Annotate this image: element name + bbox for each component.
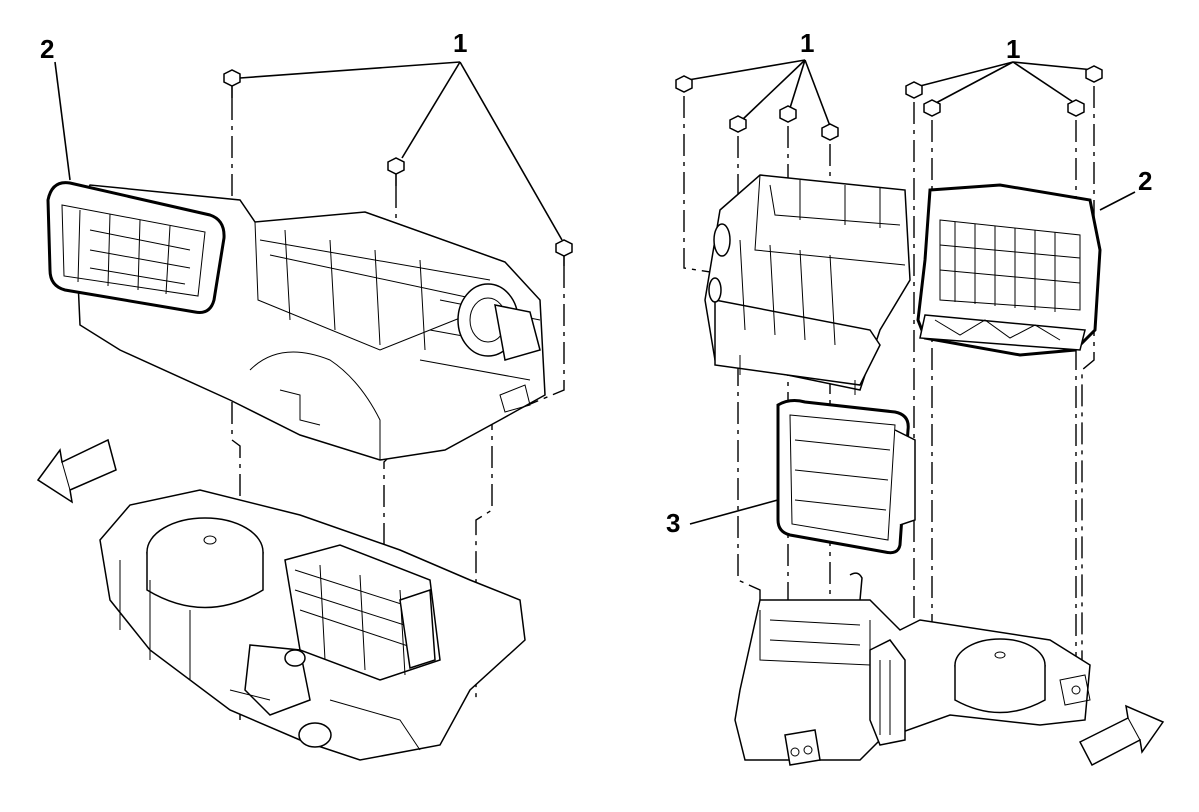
leader-line (401, 61, 461, 159)
screw (905, 81, 923, 99)
leader-line (1012, 61, 1095, 71)
leader-line (919, 61, 1014, 87)
right-exploded-view: 1 1 2 3 (666, 28, 1165, 767)
leader-line (459, 61, 563, 241)
alignment-line (475, 266, 565, 700)
callout-2-right: 2 (1138, 166, 1152, 196)
leader-line (741, 59, 806, 121)
lower-hvac-case (99, 489, 526, 761)
alignment-line (1081, 86, 1095, 680)
lower-hvac-case-right (734, 572, 1091, 766)
callout-1-right-a: 1 (800, 28, 814, 58)
callout-1-left: 1 (453, 28, 467, 58)
screw (821, 123, 839, 141)
screw (1067, 99, 1085, 117)
leader-line (933, 61, 1014, 105)
callout-2-left: 2 (40, 34, 54, 64)
leader-line (239, 61, 461, 79)
leader-line (804, 59, 831, 127)
front-direction-arrow (36, 438, 117, 504)
leader-line (789, 59, 806, 109)
leader-line (1012, 61, 1077, 105)
leader-line (689, 497, 786, 525)
screw (675, 75, 693, 93)
front-direction-arrow-right (1078, 704, 1165, 767)
leader-line (1099, 191, 1136, 211)
heater-core (776, 399, 916, 555)
air-inlet-cover-right (916, 183, 1102, 357)
screw (555, 239, 573, 266)
screw (779, 105, 797, 123)
leader-line (687, 59, 806, 81)
screw (387, 157, 405, 186)
air-inlet-cover (46, 181, 226, 314)
screw (223, 69, 241, 98)
leader-line (54, 61, 71, 181)
callout-1-right-b: 1 (1006, 34, 1020, 64)
left-exploded-view: 2 1 (36, 28, 573, 761)
screw (923, 99, 941, 117)
callout-3-right: 3 (666, 508, 680, 538)
screw (1085, 65, 1103, 83)
screw (729, 115, 747, 133)
upper-hvac-case-right (704, 174, 911, 395)
